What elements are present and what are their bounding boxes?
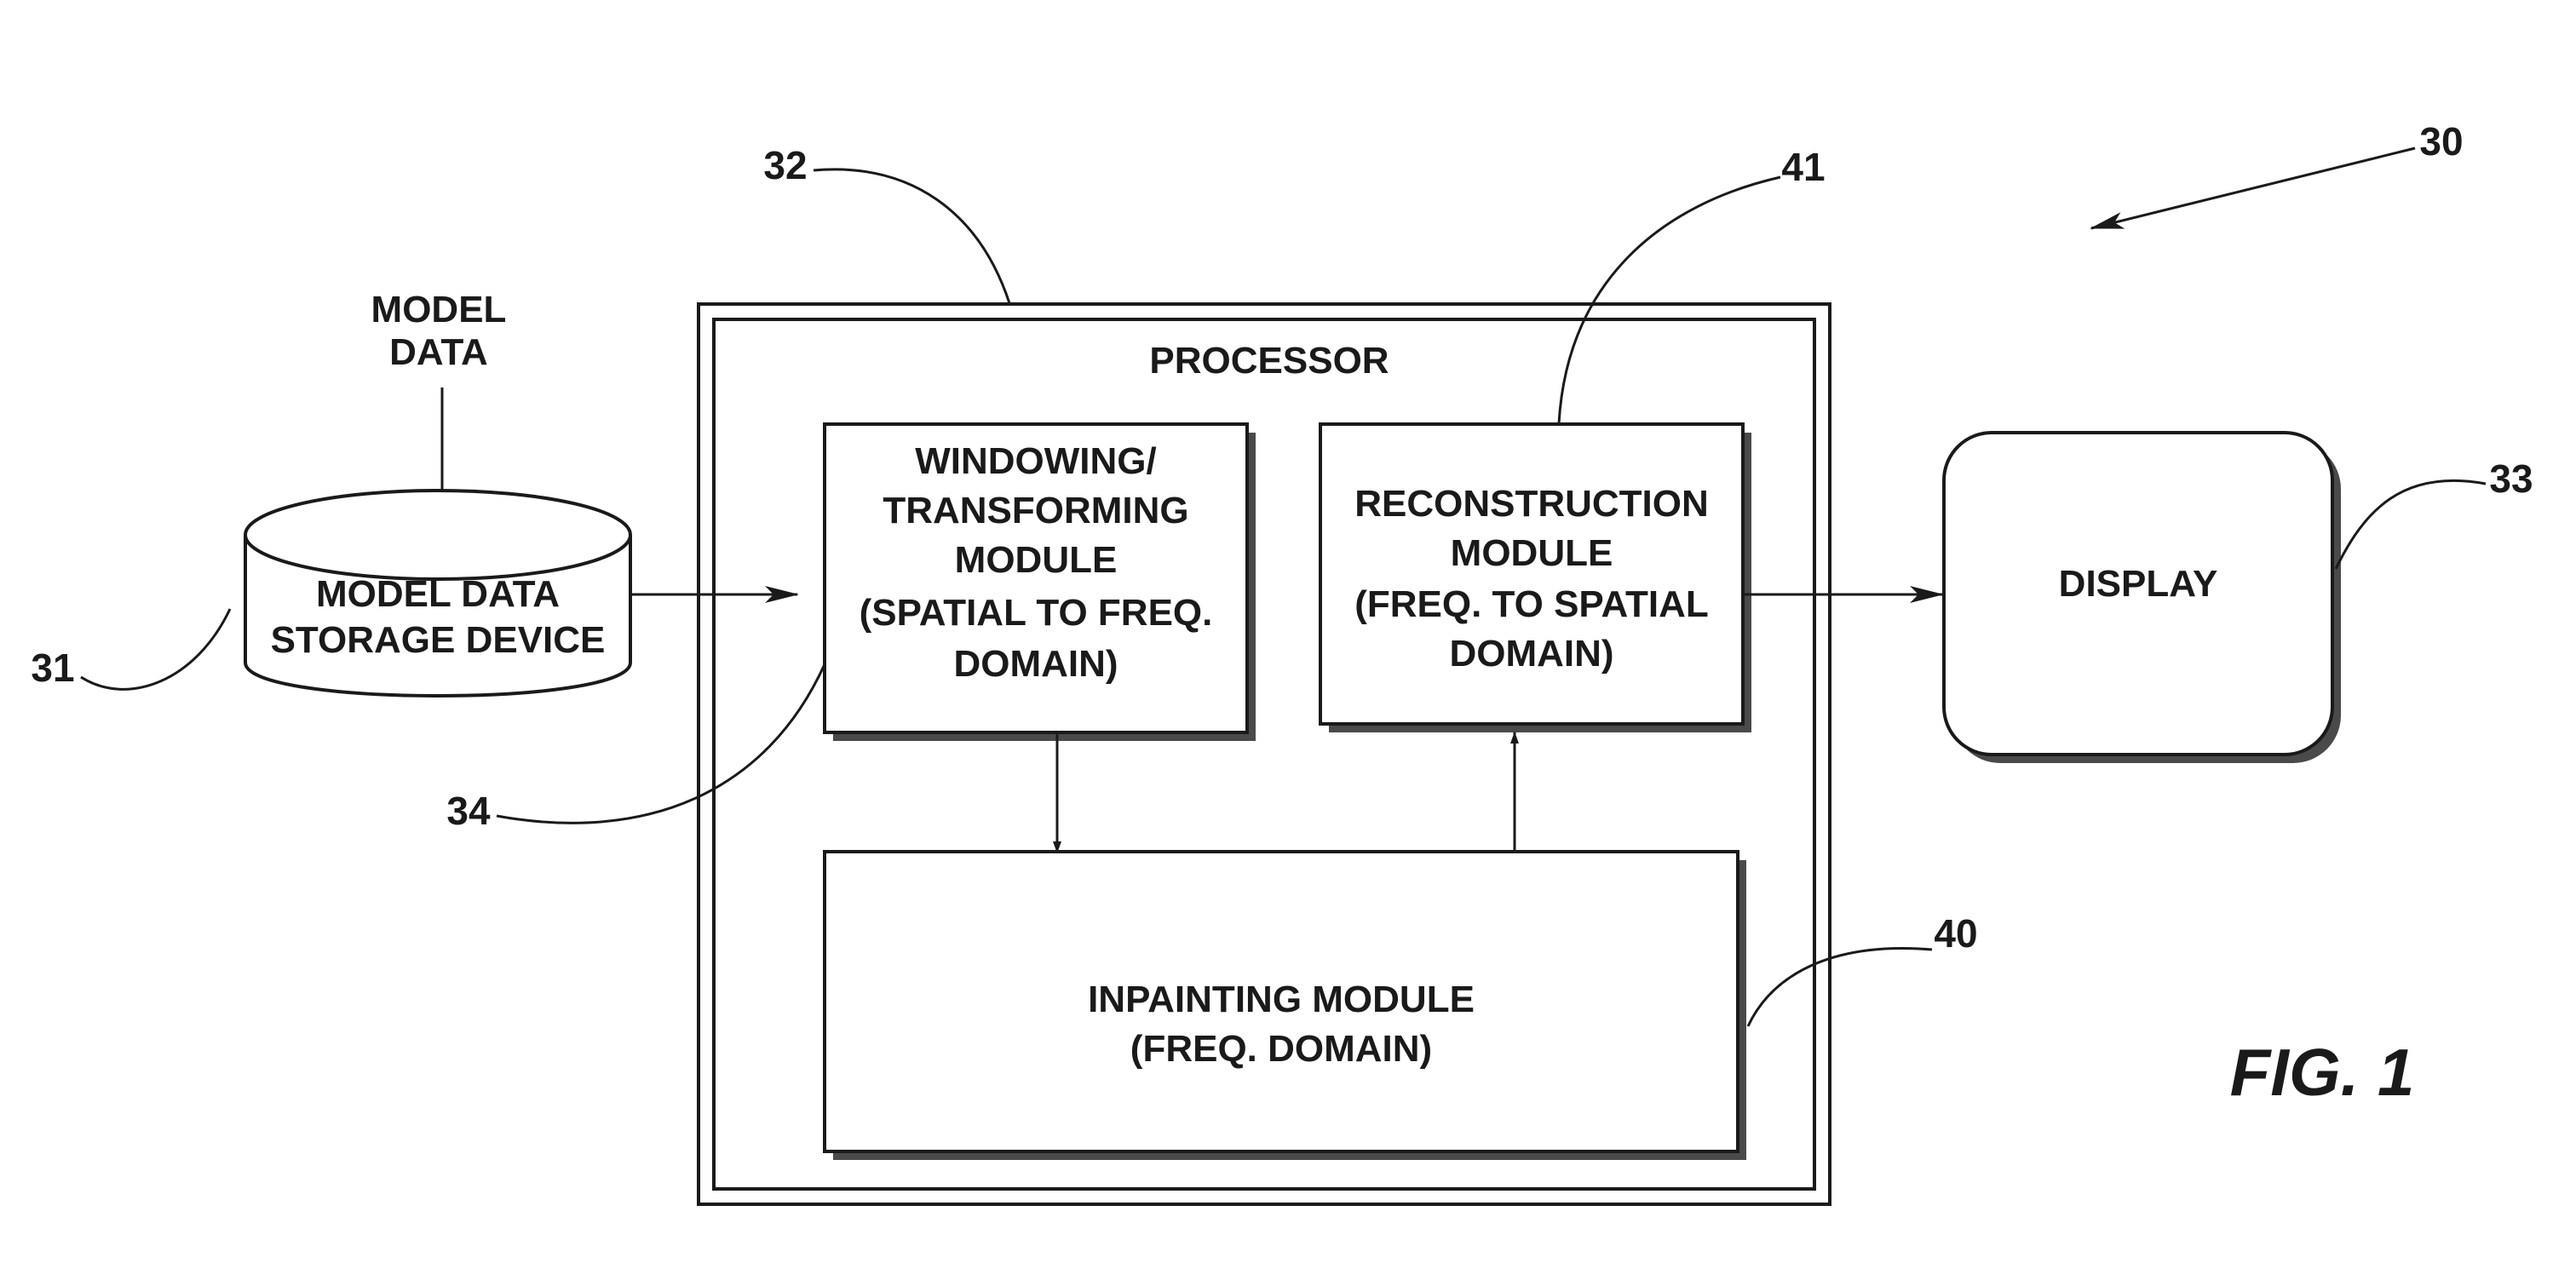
processor-label: PROCESSOR [1149, 340, 1389, 382]
display-ref: 33 [2489, 456, 2533, 501]
windowing-line-3: MODULE [955, 539, 1118, 581]
display-box: DISPLAY [1944, 433, 2341, 763]
windowing-line-1: WINDOWING/ [915, 440, 1157, 482]
inpainting-module: INPAINTING MODULE (FREQ. DOMAIN) [825, 852, 1746, 1160]
reconstruction-line-4: DOMAIN) [1449, 633, 1613, 675]
storage-cylinder-top [245, 491, 630, 579]
storage-ref: 31 [31, 646, 74, 690]
model-data-input-line-1: MODEL [371, 289, 507, 330]
processor-ref-leader [814, 169, 1009, 303]
storage-label-line-1: MODEL DATA [316, 573, 560, 615]
reconstruction-line-1: RECONSTRUCTION [1354, 483, 1709, 525]
storage-device: MODEL DATA STORAGE DEVICE [245, 491, 630, 696]
storage-label-line-2: STORAGE DEVICE [271, 619, 606, 661]
inpainting-line-1: INPAINTING MODULE [1088, 979, 1475, 1020]
system-ref-arrow [2091, 148, 2415, 228]
reconstruction-module: RECONSTRUCTION MODULE (FREQ. TO SPATIAL … [1320, 424, 1751, 732]
windowing-module: WINDOWING/ TRANSFORMING MODULE (SPATIAL … [825, 424, 1256, 741]
reconstruction-line-2: MODULE [1451, 532, 1613, 574]
model-data-input-line-2: DATA [389, 331, 488, 373]
storage-ref-leader [81, 609, 230, 689]
windowing-line-4: (SPATIAL TO FREQ. [860, 592, 1213, 634]
figure-label: FIG. 1 [2230, 1035, 2415, 1110]
display-ref-leader [2336, 480, 2486, 569]
windowing-line-2: TRANSFORMING [883, 490, 1188, 531]
reconstruction-line-3: (FREQ. TO SPATIAL [1354, 583, 1709, 625]
system-ref: 30 [2419, 119, 2463, 164]
reconstruction-module-box [1320, 424, 1743, 724]
inpainting-ref-leader [1748, 948, 1932, 1026]
windowing-line-5: DOMAIN) [953, 643, 1118, 685]
reconstruction-ref: 41 [1781, 145, 1825, 189]
display-label: DISPLAY [2059, 563, 2218, 605]
reconstruction-ref-leader [1559, 177, 1780, 423]
windowing-ref: 34 [446, 789, 491, 833]
inpainting-line-2: (FREQ. DOMAIN) [1130, 1028, 1432, 1070]
model-data-input: MODEL DATA [371, 289, 507, 373]
processor-ref: 32 [763, 143, 807, 187]
inpainting-ref: 40 [1934, 911, 1977, 956]
